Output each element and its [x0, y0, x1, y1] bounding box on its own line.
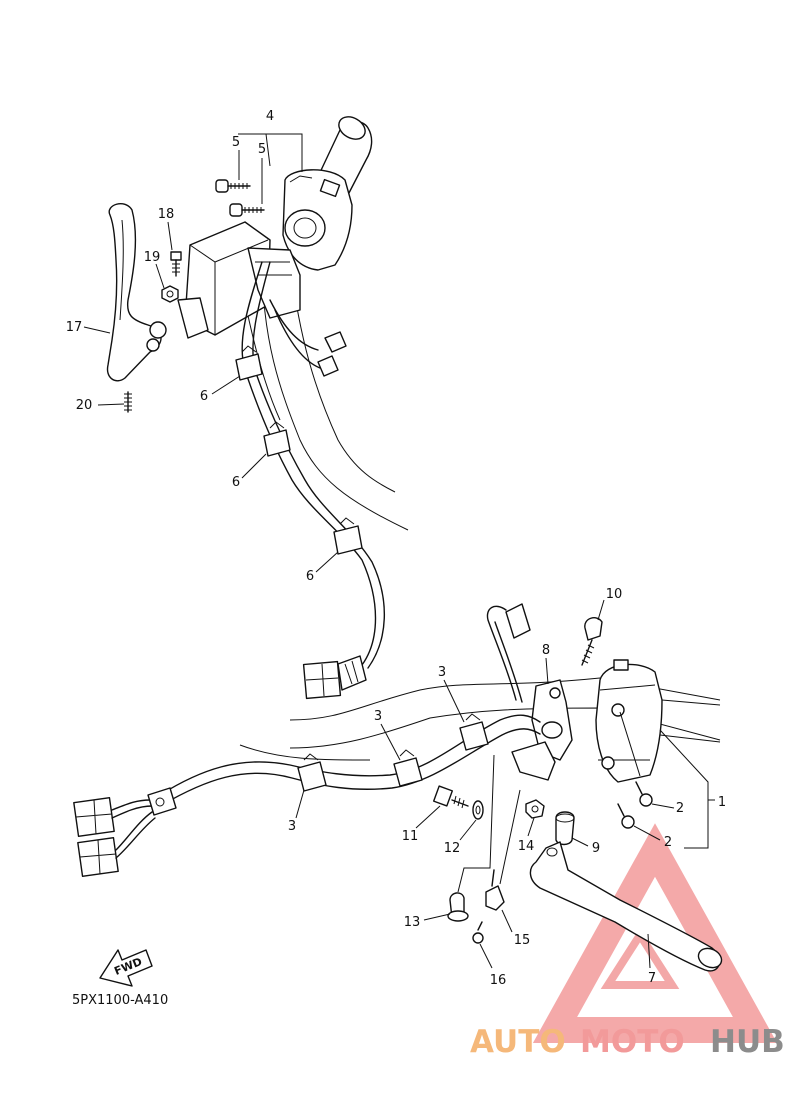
callout-15: 15	[514, 933, 531, 948]
callout-10: 10	[606, 587, 623, 602]
callout-8: 8	[542, 643, 550, 658]
switch-housing-upper	[282, 169, 353, 271]
screw-16	[472, 921, 484, 944]
callout-17: 17	[66, 320, 83, 335]
callout-5-a: 5	[232, 135, 240, 150]
lever-holder-8	[511, 679, 573, 781]
bolt-13	[447, 892, 469, 922]
screw-20	[124, 391, 132, 413]
upper-coupler	[302, 655, 367, 700]
callout-9: 9	[592, 841, 600, 856]
callout-12: 12	[444, 841, 461, 856]
callout-19: 19	[144, 250, 161, 265]
watermark-text: AUTO MOTO HUB	[470, 1024, 785, 1060]
leader-lines	[83, 133, 715, 969]
callout-4: 4	[266, 109, 274, 124]
callout-14: 14	[518, 839, 535, 854]
bolt-10	[581, 617, 603, 666]
lower-coupler-2	[77, 811, 156, 878]
bolt-11	[432, 785, 469, 809]
callout-1: 1	[718, 795, 726, 810]
upper-wiring	[269, 299, 347, 377]
watermark-auto: AUTO	[470, 1024, 566, 1060]
switch-housing-lower	[595, 659, 721, 783]
lower-coupler-1	[73, 796, 153, 838]
callout-2-a: 2	[676, 801, 684, 816]
front-brake-lever	[106, 202, 167, 382]
callout-3-a: 3	[438, 665, 446, 680]
callout-5-b: 5	[258, 142, 266, 157]
screw-5-lower	[229, 203, 265, 217]
forward-arrow: FWD	[99, 949, 153, 987]
collar-9	[555, 811, 575, 846]
watermark-moto: MOTO	[580, 1024, 685, 1060]
watermark-hub: HUB	[710, 1024, 785, 1060]
watermark-triangle	[532, 823, 778, 1043]
clutch-lever-7	[529, 841, 723, 972]
screw-2-lower	[617, 803, 635, 829]
lower-harness-boot	[147, 787, 177, 816]
diagram-code: 5PX1100-A410	[72, 993, 168, 1008]
callout-13: 13	[404, 915, 421, 930]
pivot-bolt-18	[170, 251, 182, 277]
nut-19	[161, 285, 179, 303]
screw-5-upper	[215, 179, 251, 193]
washer-12	[472, 800, 484, 820]
callout-3-b: 3	[374, 709, 382, 724]
clutch-switch-wire	[486, 603, 531, 703]
callout-11: 11	[402, 829, 419, 844]
callout-6-b: 6	[232, 475, 240, 490]
callout-16: 16	[490, 973, 507, 988]
callout-7: 7	[648, 971, 656, 986]
lower-harness	[159, 713, 541, 806]
callout-6-a: 6	[200, 389, 208, 404]
upper-harness	[235, 261, 386, 669]
callout-6-c: 6	[306, 569, 314, 584]
callout-numbers: 4 5 5 18 19 17 20 6 6 6 10 8 3 3 3 1 2 2…	[66, 109, 726, 988]
clutch-switch-15	[485, 869, 505, 911]
callout-20: 20	[76, 398, 93, 413]
screw-2-upper	[635, 781, 653, 807]
nut-14	[525, 799, 545, 819]
callout-3-c: 3	[288, 819, 296, 834]
callout-18: 18	[158, 207, 175, 222]
callout-2-b: 2	[664, 835, 672, 850]
